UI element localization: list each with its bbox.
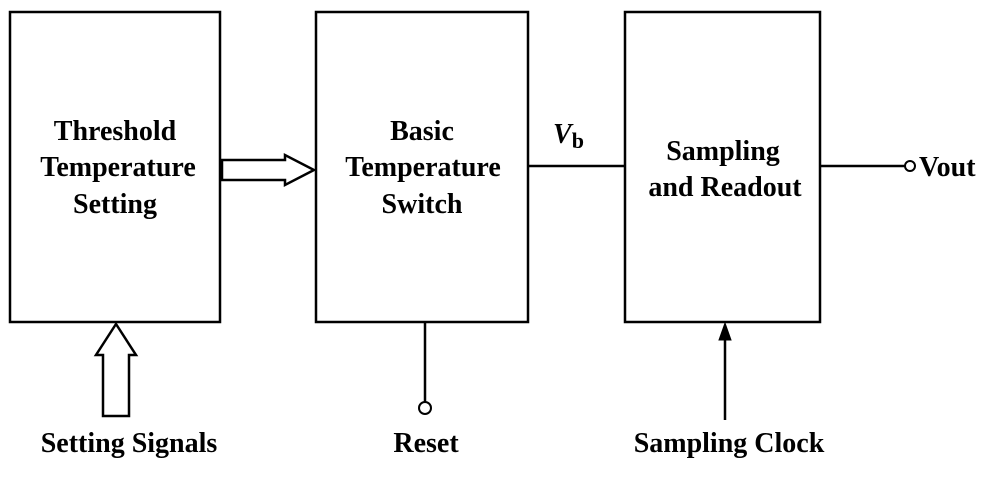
sampling-block-rect <box>623 10 822 324</box>
threshold-label-line-2: Temperature <box>40 152 196 183</box>
vout-terminal <box>904 160 916 172</box>
sampling-clock-arrowhead <box>718 321 732 341</box>
reset-label: Reset <box>393 428 459 459</box>
threshold-label-line-1: Threshold <box>54 116 177 147</box>
vb-label-subscript: b <box>572 128 584 153</box>
basic-switch-label-line-1: Basic <box>390 116 454 147</box>
vb-label: Vb <box>553 119 584 153</box>
setting-signals-label: Setting Signals <box>41 428 218 459</box>
threshold-block-rect <box>8 10 222 324</box>
setting-signals-arrow <box>93 321 139 418</box>
sampling-label-line-1: Sampling <box>666 136 780 167</box>
threshold-temperature-setting-block: Threshold Temperature Setting <box>8 10 222 324</box>
basic-switch-label-line-2: Temperature <box>345 152 501 183</box>
vout-label: Vout <box>919 152 976 183</box>
vb-label-main: V <box>553 119 574 150</box>
threshold-label-line-3: Setting <box>73 189 157 220</box>
sampling-readout-block: Sampling and Readout <box>623 10 822 324</box>
sampling-clock-label: Sampling Clock <box>634 428 825 459</box>
basic-switch-label-line-3: Switch <box>382 189 463 220</box>
basic-switch-block-rect <box>314 10 530 324</box>
sampling-label-line-2: and Readout <box>648 172 802 203</box>
basic-temperature-switch-block: Basic Temperature Switch <box>314 10 530 324</box>
reset-terminal <box>418 401 432 415</box>
setting-bus-arrow <box>220 152 317 188</box>
